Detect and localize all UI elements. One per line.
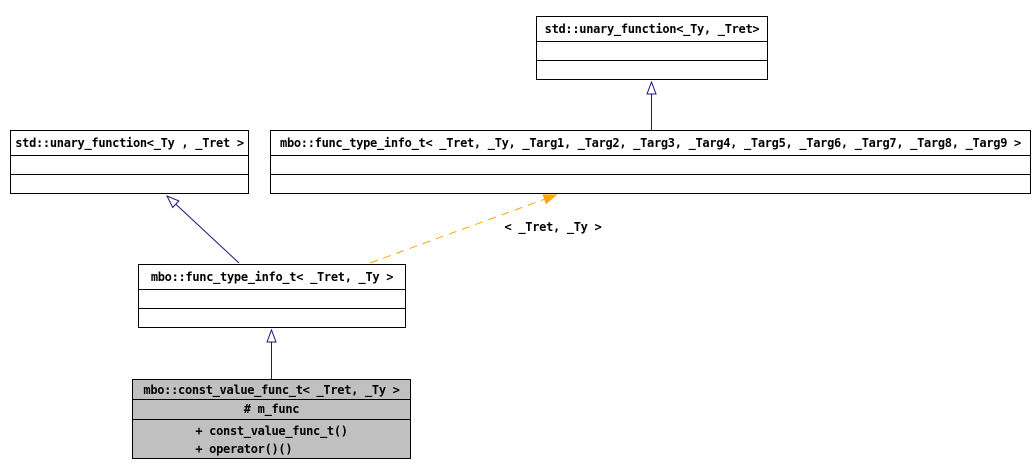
class-title: mbo::func_type_info_t< _Tret, _Ty > xyxy=(139,265,405,290)
inheritance-arrow-functypeinfo-to-std-unary xyxy=(167,196,240,264)
methods-compartment xyxy=(271,175,1030,193)
attributes-compartment xyxy=(537,42,767,61)
attributes-compartment xyxy=(139,290,405,309)
attributes-compartment xyxy=(11,156,248,175)
class-title: mbo::const_value_func_t< _Tret, _Ty > xyxy=(133,380,410,400)
attribute-m-func: # m_func xyxy=(243,402,300,416)
class-title: std::unary_function<_Ty, _Tret> xyxy=(537,17,767,42)
class-node-std-unary-function-top[interactable]: std::unary_function<_Ty, _Tret> xyxy=(536,16,768,80)
method-const-value-func-t: + const_value_func_t() xyxy=(195,424,348,438)
class-node-func-type-info[interactable]: mbo::func_type_info_t< _Tret, _Ty > xyxy=(138,264,406,328)
methods-compartment xyxy=(139,309,405,327)
class-node-std-unary-function-left[interactable]: std::unary_function<_Ty , _Tret > xyxy=(10,130,249,194)
class-title: std::unary_function<_Ty , _Tret > xyxy=(11,131,248,156)
class-title: mbo::func_type_info_t< _Tret, _Ty, _Targ… xyxy=(271,131,1030,156)
attributes-compartment xyxy=(271,156,1030,175)
attributes-compartment: # m_func xyxy=(133,400,410,420)
method-operator-call: + operator()() xyxy=(195,442,293,456)
methods-compartment: + const_value_func_t() + operator()() xyxy=(133,420,410,458)
class-node-const-value-func[interactable]: mbo::const_value_func_t< _Tret, _Ty > # … xyxy=(132,379,411,459)
methods-compartment xyxy=(537,61,767,79)
methods-compartment xyxy=(11,175,248,193)
template-edge-label: < _Tret, _Ty > xyxy=(504,220,602,234)
class-node-func-type-info-targs[interactable]: mbo::func_type_info_t< _Tret, _Ty, _Targ… xyxy=(270,130,1031,194)
